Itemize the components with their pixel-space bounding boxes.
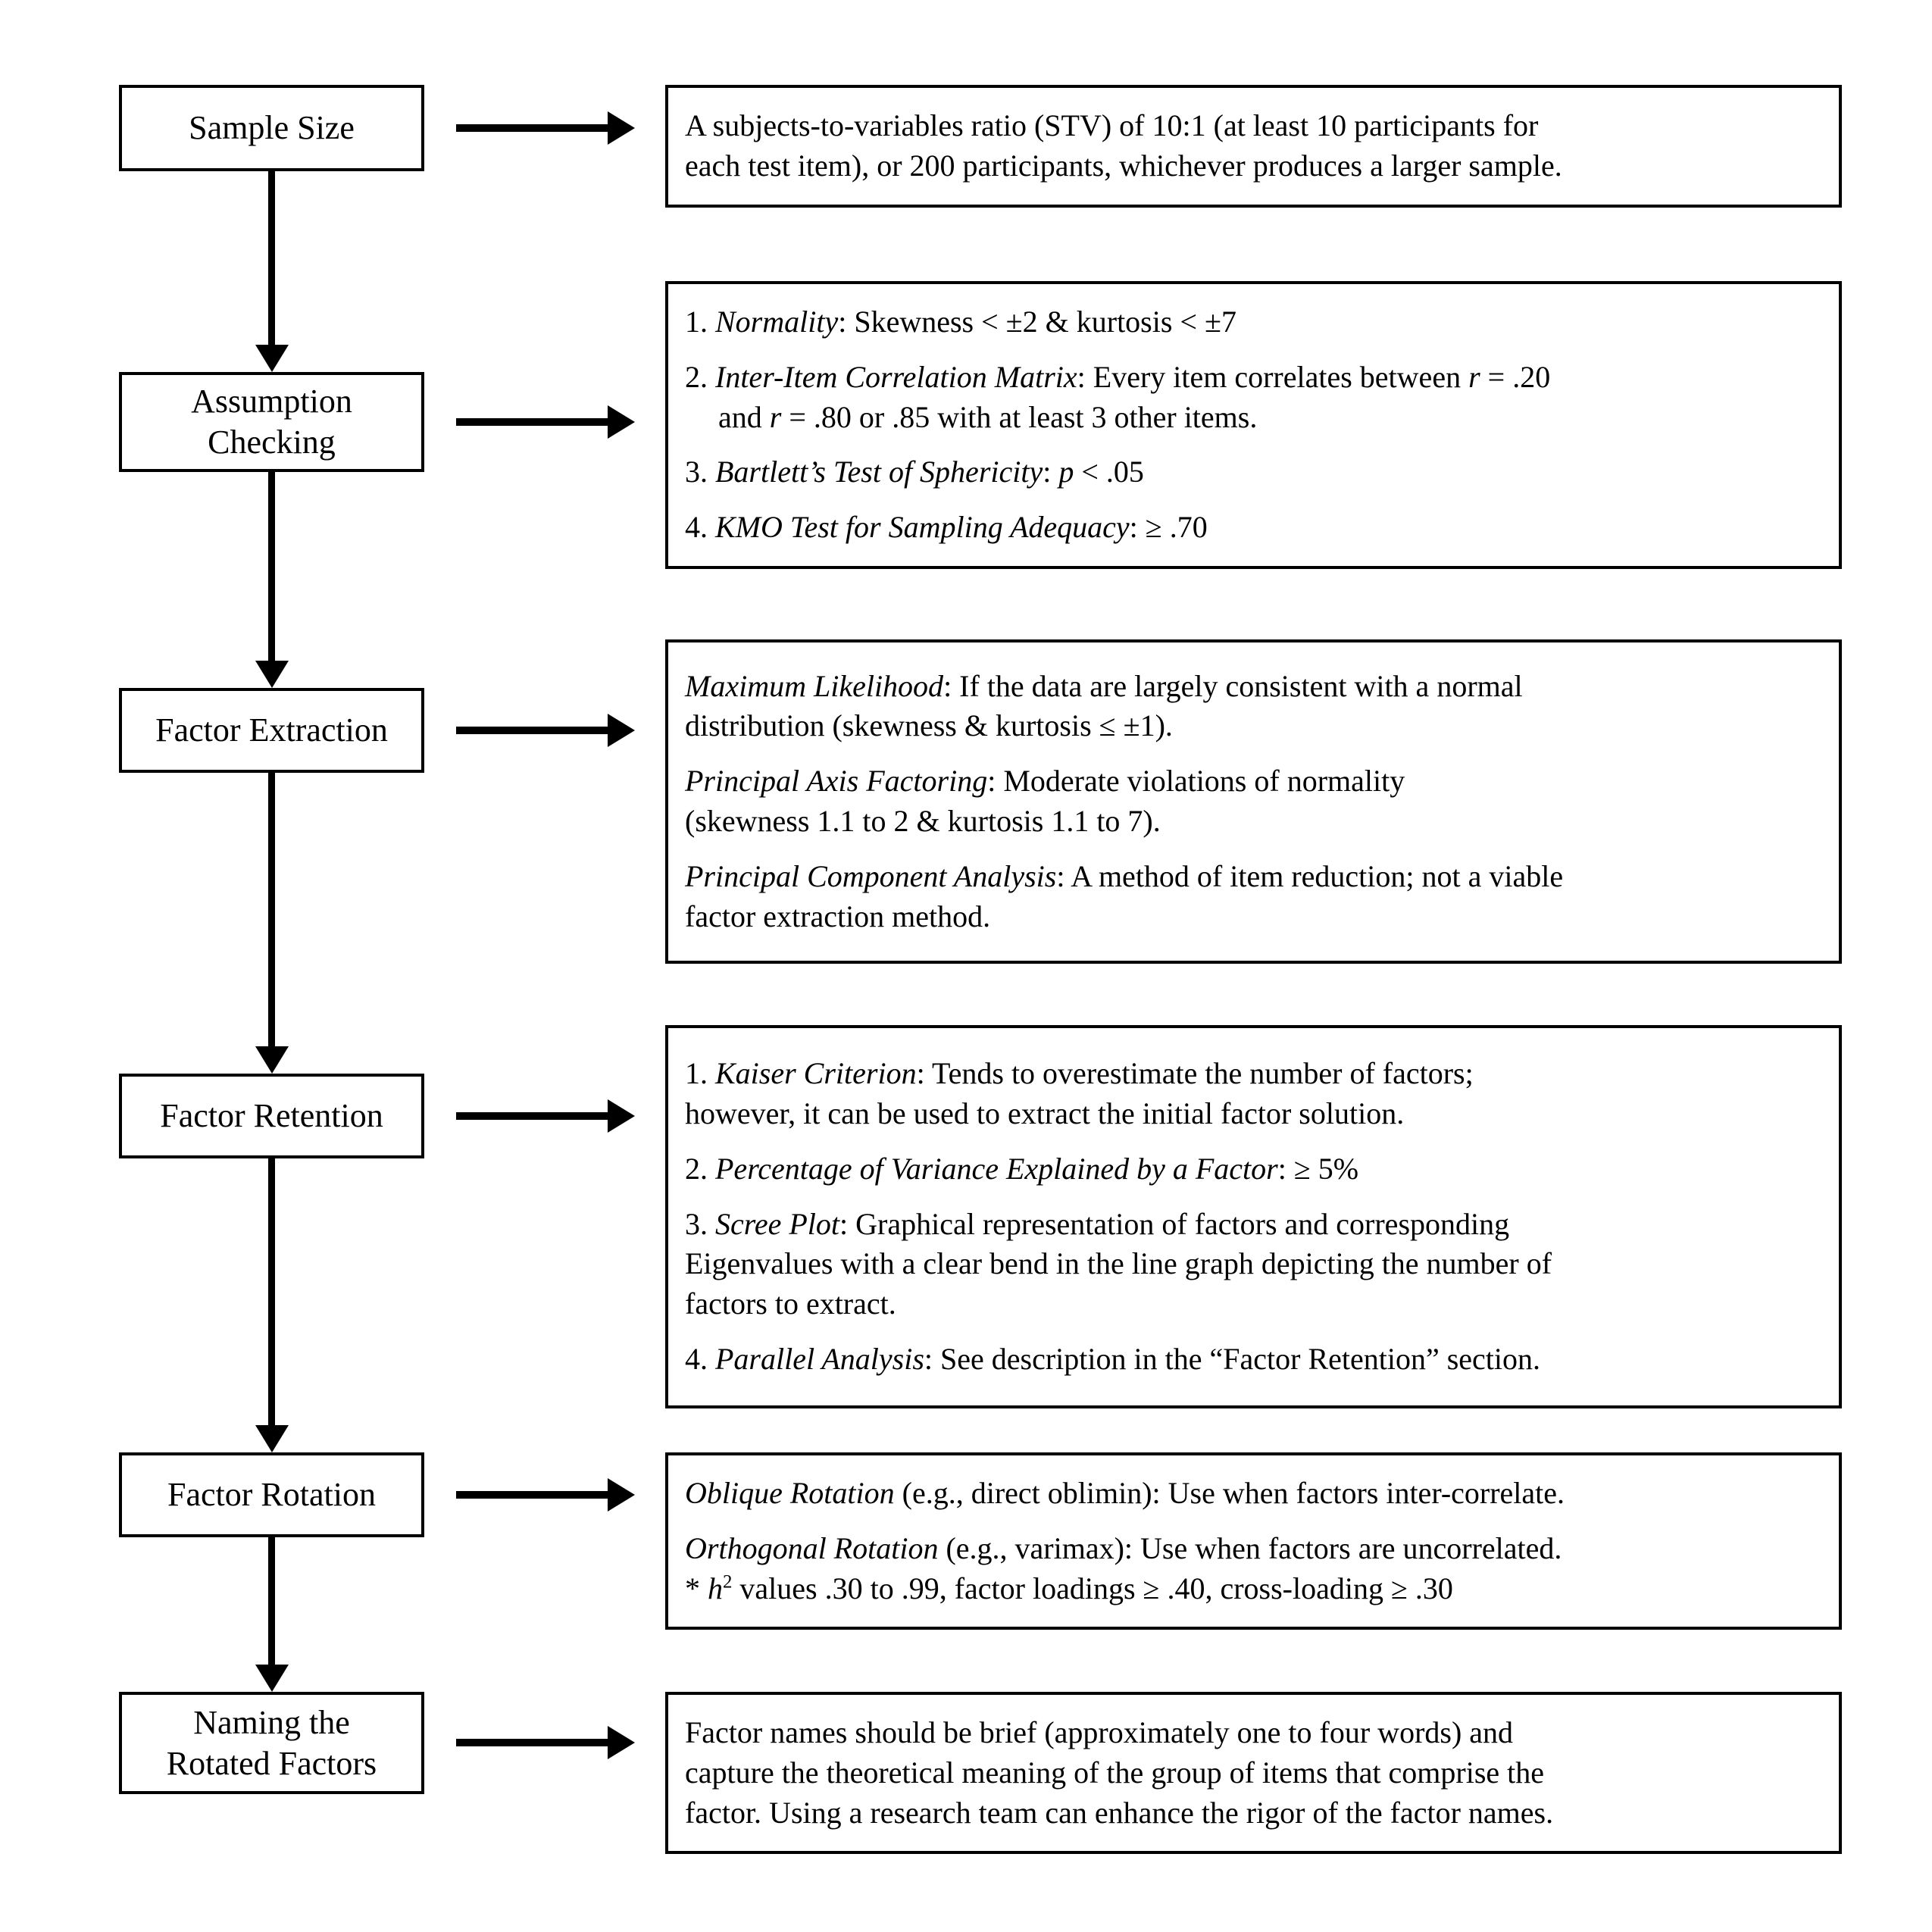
node-label-sample-size: Sample Size (189, 109, 355, 147)
detail-paragraph: A subjects-to-variables ratio (STV) of 1… (685, 108, 1562, 183)
node-label-factor-extraction: Factor Extraction (155, 711, 388, 749)
detail-paragraph: 2. Percentage of Variance Explained by a… (685, 1151, 1359, 1186)
arrow-down-icon (255, 773, 289, 1074)
node-label-naming-rotated-factors: Naming the Rotated Factors (166, 1703, 377, 1782)
node-label-factor-rotation: Factor Rotation (167, 1476, 376, 1514)
node-sample-size: Sample Size (119, 85, 424, 171)
node-factor-retention: Factor Retention (119, 1074, 424, 1158)
arrow-right-icon (456, 1099, 635, 1133)
detail-paragraph: Principal Axis Factoring: Moderate viola… (685, 764, 1405, 838)
detail-paragraph: 4. KMO Test for Sampling Adequacy: ≥ .70 (685, 510, 1208, 545)
detail-factor-extraction: Maximum Likelihood: If the data are larg… (665, 639, 1842, 964)
detail-paragraph: 4. Parallel Analysis: See description in… (685, 1341, 1541, 1376)
detail-paragraph: 1. Normality: Skewness < ±2 & kurtosis <… (685, 305, 1236, 339)
arrow-right-icon (456, 714, 635, 747)
node-label-factor-retention: Factor Retention (160, 1097, 383, 1135)
arrow-down-icon (255, 171, 289, 372)
detail-paragraph: Oblique Rotation (e.g., direct oblimin):… (685, 1476, 1565, 1510)
arrow-right-icon (456, 1478, 635, 1512)
detail-paragraph: Maximum Likelihood: If the data are larg… (685, 668, 1523, 743)
detail-paragraph: Factor names should be brief (approximat… (685, 1715, 1554, 1830)
detail-factor-rotation: Oblique Rotation (e.g., direct oblimin):… (665, 1452, 1842, 1630)
node-label-assumption-checking: Assumption Checking (191, 383, 352, 461)
detail-paragraph: Orthogonal Rotation (e.g., varimax): Use… (685, 1530, 1562, 1605)
detail-assumption-checking: 1. Normality: Skewness < ±2 & kurtosis <… (665, 281, 1842, 569)
detail-paragraph: 3. Scree Plot: Graphical representation … (685, 1206, 1552, 1321)
arrow-down-icon (255, 1158, 289, 1452)
arrow-down-icon (255, 1537, 289, 1692)
arrow-down-icon (255, 472, 289, 688)
detail-paragraph: 1. Kaiser Criterion: Tends to overestima… (685, 1056, 1474, 1130)
arrow-right-icon (456, 1726, 635, 1759)
detail-naming-rotated-factors: Factor names should be brief (approximat… (665, 1692, 1842, 1855)
arrow-right-icon (456, 111, 635, 145)
detail-factor-retention: 1. Kaiser Criterion: Tends to overestima… (665, 1025, 1842, 1408)
node-factor-rotation: Factor Rotation (119, 1452, 424, 1537)
detail-sample-size: A subjects-to-variables ratio (STV) of 1… (665, 85, 1842, 208)
node-naming-rotated-factors: Naming the Rotated Factors (119, 1692, 424, 1794)
detail-paragraph: 2. Inter-Item Correlation Matrix: Every … (685, 359, 1551, 434)
node-assumption-checking: Assumption Checking (119, 372, 424, 472)
arrow-right-icon (456, 405, 635, 439)
node-factor-extraction: Factor Extraction (119, 688, 424, 773)
detail-paragraph: Principal Component Analysis: A method o… (685, 858, 1564, 933)
detail-paragraph: 3. Bartlett’s Test of Sphericity: p < .0… (685, 455, 1144, 489)
